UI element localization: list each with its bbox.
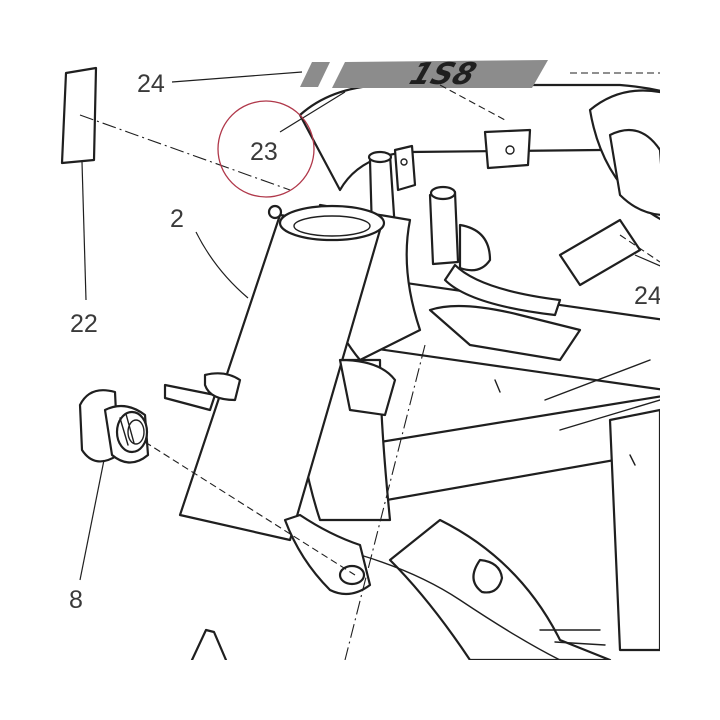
- callout-24-right: 24: [634, 284, 660, 309]
- leader-lines: [79, 71, 660, 581]
- frame-fragment: [190, 628, 228, 660]
- callout-22: 22: [70, 310, 98, 338]
- assembly-centerlines: [79, 72, 660, 660]
- callout-8: 8: [69, 586, 83, 614]
- highlight-circle: [217, 100, 315, 198]
- decal-part-24: 1S8: [300, 57, 548, 92]
- callout-24-top: 24: [137, 70, 165, 98]
- grommet-part-8: [78, 389, 150, 464]
- head-tube: [163, 203, 636, 596]
- decal-logo-text: 1S8: [405, 57, 481, 92]
- callout-23: 23: [250, 138, 278, 166]
- decal-part-22: [60, 66, 98, 165]
- callout-2: 2: [170, 205, 184, 233]
